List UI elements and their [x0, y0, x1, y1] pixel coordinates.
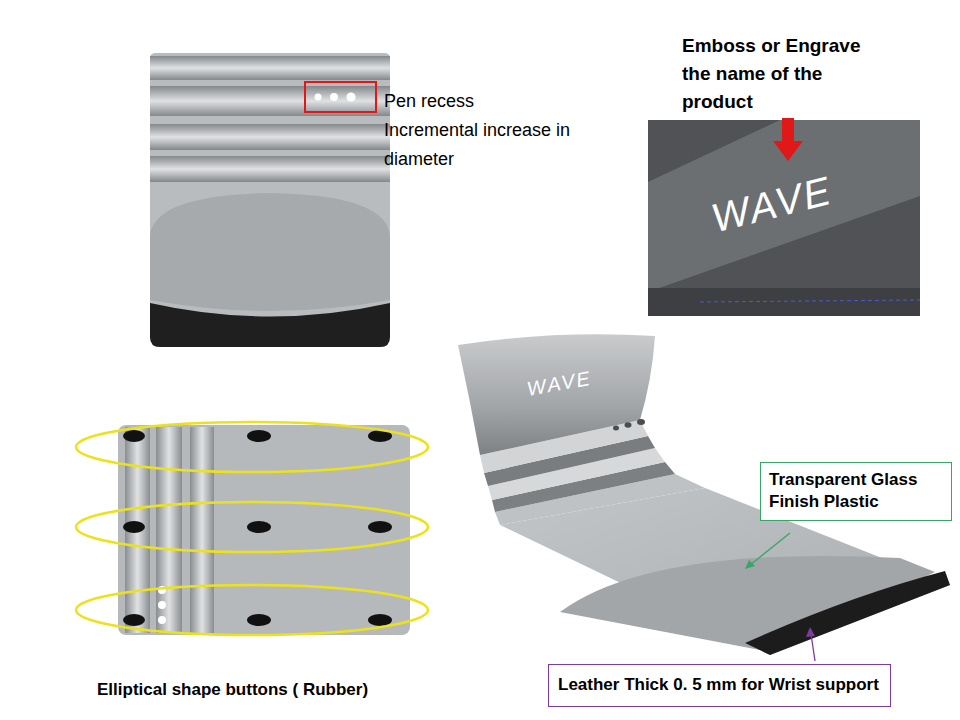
material-callout: Leather Thick 0. 5 mm for Wrist support — [548, 664, 891, 707]
perspective-pad — [458, 334, 950, 655]
feature-name: Pen recess — [384, 87, 634, 115]
highlight-ellipse — [76, 585, 428, 635]
pen-recess-hole — [625, 422, 632, 428]
wave-ridge — [150, 156, 390, 182]
pen-recess-hole — [158, 601, 166, 609]
pen-recess-hole — [346, 92, 355, 101]
leather-band — [150, 303, 390, 347]
leader-line — [811, 634, 815, 661]
label-anchor: WAVE — [712, 196, 835, 242]
wave-ridge — [156, 427, 182, 633]
leader-line — [750, 533, 790, 565]
closeup-highlight — [648, 120, 920, 292]
feature-note: Incremental increase in diameter — [384, 116, 634, 174]
wave-ridge — [150, 124, 390, 150]
highlight-ellipse — [76, 422, 428, 472]
pad-body — [150, 53, 390, 347]
annotation-note: Emboss or Engrave the name of the produc… — [682, 32, 880, 116]
front-view-pad — [150, 53, 390, 347]
arrow-head — [773, 141, 803, 161]
glass-dome — [150, 193, 390, 311]
pen-recess-hole — [637, 419, 645, 425]
label-anchor: Pen recess — [384, 87, 634, 115]
leader-lines — [745, 533, 815, 661]
engraving-closeup — [648, 120, 920, 316]
wave-ridge — [190, 427, 214, 633]
rubber-button — [368, 614, 392, 626]
label-anchor: Incremental increase in diameter — [384, 116, 634, 174]
pad-body — [118, 425, 410, 635]
leader-arrowhead — [806, 627, 815, 637]
arrow-shaft — [782, 118, 794, 142]
rubber-button — [368, 521, 392, 533]
callout-text: Leather Thick 0. 5 mm for Wrist support — [558, 674, 881, 696]
closeup-edge — [648, 288, 920, 316]
closeup-ground — [648, 120, 920, 316]
pen-recess-hole — [330, 93, 338, 101]
rubber-button — [123, 430, 145, 442]
label-anchor: Elliptical shape buttons ( Rubber) — [97, 679, 368, 701]
view-caption: Elliptical shape buttons ( Rubber) — [97, 679, 368, 701]
highlight-box — [305, 82, 376, 112]
back-flap — [458, 334, 655, 455]
leader-arrowhead — [745, 560, 755, 569]
rubber-button — [247, 521, 271, 533]
pen-recess-hole — [315, 94, 322, 101]
stitch-line — [700, 300, 920, 302]
rubber-button — [123, 614, 145, 626]
pen-recess-hole — [613, 426, 619, 431]
leather-band — [745, 571, 950, 655]
red-arrow — [773, 118, 803, 161]
rubber-button — [123, 521, 145, 533]
pen-recess-hole — [158, 616, 166, 624]
wave-ridge — [150, 56, 390, 80]
highlight-ellipse — [76, 502, 428, 552]
rubber-button — [247, 430, 271, 442]
bottom-view-pad — [76, 422, 428, 635]
material-callout: Transparent Glass Finish Plastic — [760, 462, 952, 521]
label-anchor: WAVE — [527, 377, 592, 401]
callout-text: Transparent Glass Finish Plastic — [769, 469, 943, 513]
label-anchor: Emboss or Engrave the name of the produc… — [682, 32, 880, 116]
rubber-button — [247, 614, 271, 626]
